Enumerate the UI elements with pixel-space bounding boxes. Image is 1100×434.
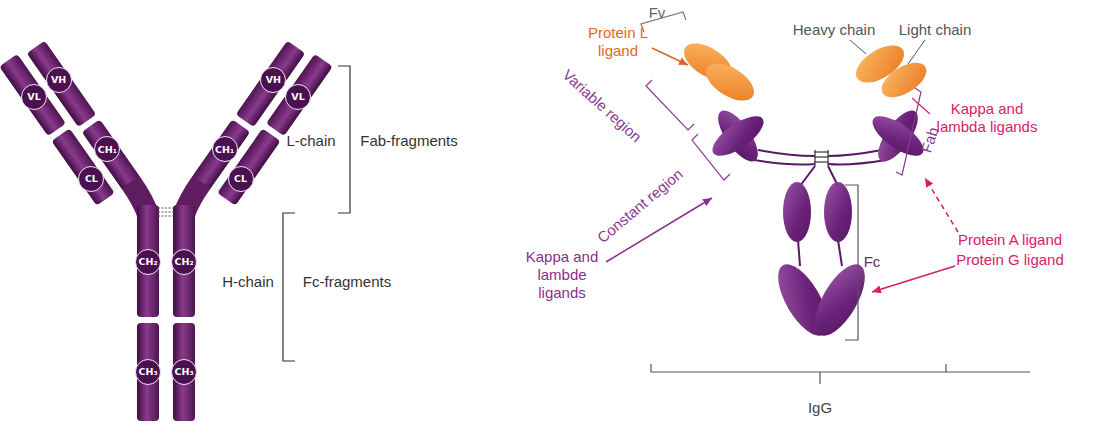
bracket-label: Fab xyxy=(917,125,942,155)
fab-bracket xyxy=(338,66,350,213)
bracket-label: Fc xyxy=(864,253,881,271)
part-label: Heavy chain xyxy=(793,21,876,39)
ch2-domain xyxy=(783,182,811,242)
domain-label: CH₁ xyxy=(215,145,234,155)
domain-label: CH₃ xyxy=(138,367,157,377)
ch2-cylinder xyxy=(173,205,195,317)
hinge-line xyxy=(828,150,882,156)
domain-circle: CH₁ xyxy=(212,136,238,162)
domain-circle: CH₃ xyxy=(135,359,161,385)
domain-label: CL xyxy=(234,174,247,184)
hinge-disulfides xyxy=(158,208,174,216)
leader-line xyxy=(908,40,925,64)
ch3-cylinder xyxy=(137,323,159,421)
part-label: L-chain xyxy=(286,132,335,150)
ligand-label: Protein G ligand xyxy=(956,251,1064,269)
axis-tick xyxy=(945,364,946,372)
ch2-domain xyxy=(824,182,852,242)
region-label: Constant region xyxy=(594,165,687,247)
fc-bracket xyxy=(845,185,858,340)
domain-label: CH₂ xyxy=(138,257,157,267)
disulfide-bond xyxy=(113,186,120,191)
ligand-label: Kappa and lambda ligands xyxy=(931,100,1043,136)
fc-link xyxy=(798,240,800,266)
variable-domain xyxy=(700,56,761,108)
domain-circle: CH₂ xyxy=(135,249,161,275)
domain-label: VH xyxy=(51,75,66,85)
domain-label: CL xyxy=(85,174,98,184)
disulfide-bond xyxy=(158,207,174,208)
fc-link xyxy=(838,240,842,266)
hinge-bond xyxy=(814,161,829,162)
fab-arm xyxy=(0,41,148,214)
domain-circle: CH₂ xyxy=(171,249,197,275)
disulfide-bond xyxy=(158,211,174,212)
igg-model xyxy=(678,36,932,343)
ligand-label: Kappa and lambde ligands xyxy=(517,248,607,302)
disulfide-bond xyxy=(158,215,174,216)
pointer-arrow xyxy=(652,48,688,65)
bracket-label: Fc-fragments xyxy=(303,273,391,291)
axis-line xyxy=(651,364,1030,372)
domain-label: CH₁ xyxy=(98,145,117,155)
hinge-bonds xyxy=(814,150,829,166)
hinge-line xyxy=(758,150,815,156)
pointer-arrow xyxy=(925,178,958,232)
hinge-bond xyxy=(814,151,829,152)
leader-line xyxy=(850,40,866,54)
fab-bracket xyxy=(896,88,921,175)
domain-label: CH₃ xyxy=(174,367,193,377)
domain-label: VL xyxy=(27,92,40,102)
axis-tick xyxy=(819,372,820,384)
constant-domain xyxy=(867,109,930,163)
part-label: H-chain xyxy=(222,273,274,291)
heavy-constant-cylinder xyxy=(82,119,141,191)
axis-label: IgG xyxy=(808,399,832,417)
ligand-label: Protein A ligand xyxy=(958,231,1062,249)
domain-circle: CL xyxy=(228,166,254,192)
leader-line xyxy=(912,98,930,114)
part-label: Light chain xyxy=(899,21,972,39)
hinge-line xyxy=(754,160,815,165)
region-label: Variable region xyxy=(559,66,645,146)
pointer-arrow xyxy=(872,266,955,292)
constant-domain xyxy=(707,109,770,163)
ligand-label: Protein L ligand xyxy=(578,24,658,60)
fc-link xyxy=(800,166,815,186)
domain-circle: VL xyxy=(21,84,47,110)
domain-label: VL xyxy=(291,92,304,102)
domain-circle: CH₃ xyxy=(171,359,197,385)
domain-circle: VH xyxy=(46,67,72,93)
constant-bracket xyxy=(692,134,730,180)
hinge-bond xyxy=(827,150,828,166)
hinge-bond xyxy=(814,156,829,157)
domain-label: VH xyxy=(266,75,281,85)
hinge-bond xyxy=(814,150,815,166)
ch2-cylinder xyxy=(137,205,159,317)
domain-circle: VL xyxy=(285,84,311,110)
fab-arm-mirror xyxy=(184,41,333,214)
ch3-cylinder xyxy=(173,323,195,421)
variable-domain xyxy=(876,56,932,105)
bracket-label: Fab-fragments xyxy=(360,132,458,150)
bracket-label: Fv xyxy=(649,4,666,22)
fc-bracket xyxy=(283,213,295,361)
domain-label: CH₂ xyxy=(174,257,193,267)
hinge-line xyxy=(828,160,886,165)
variable-bracket xyxy=(646,80,694,130)
disulfide-bonds xyxy=(110,181,120,191)
domain-circle: VH xyxy=(260,67,286,93)
